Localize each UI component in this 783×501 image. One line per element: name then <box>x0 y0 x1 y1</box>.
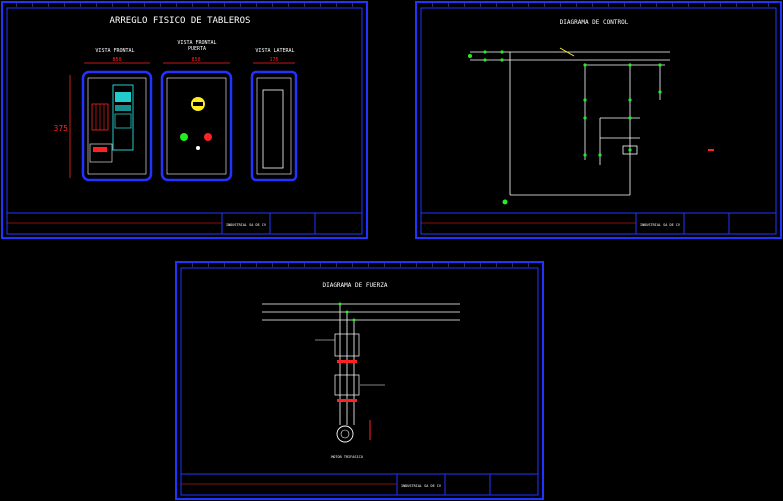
dim-height: 375 <box>54 124 69 133</box>
dim-door-width: 850 <box>191 57 200 63</box>
front-panel <box>81 70 153 182</box>
door-view-label-line: VISTA FRONTAL <box>177 40 216 46</box>
front-view-label: VISTA FRONTAL <box>95 48 134 54</box>
side-panel <box>250 70 298 182</box>
sheet-arreglo-fisico[interactable]: ARREGLO FISICO DE TABLEROS VISTA FRONTAL… <box>1 1 368 239</box>
sheet2-company: INDUSTRIAL SA DE CV <box>640 223 681 227</box>
sheet2-title: DIAGRAMA DE CONTROL <box>560 19 629 26</box>
dim-side-width: 175 <box>269 57 278 63</box>
sheet-diagrama-control[interactable]: DIAGRAMA DE CONTROL <box>415 1 782 239</box>
sheet1-title-block: INDUSTRIAL SA DE CV <box>6 212 363 235</box>
door-view-label-line: PUERTA <box>188 46 206 52</box>
sheet3-title-block: INDUSTRIAL SA DE CV <box>180 473 539 496</box>
control-circuit <box>468 47 714 205</box>
motor-label: MOTOR TRIFASICO <box>331 455 363 459</box>
sheet3-title: DIAGRAMA DE FUERZA <box>322 282 387 289</box>
sheet1-company: INDUSTRIAL SA DE CV <box>226 223 267 227</box>
sheet3-company: INDUSTRIAL SA DE CV <box>401 484 442 488</box>
power-circuit <box>262 302 460 443</box>
side-view-label: VISTA LATERAL <box>255 48 294 54</box>
door-panel <box>160 70 233 182</box>
sheet2-title-block: INDUSTRIAL SA DE CV <box>420 212 777 235</box>
sheet1-title: ARREGLO FISICO DE TABLEROS <box>110 16 251 26</box>
dim-front-width: 850 <box>112 57 121 63</box>
sheet-diagrama-fuerza[interactable]: DIAGRAMA DE FUERZA MOTOR TRIFASICO <box>175 261 544 500</box>
